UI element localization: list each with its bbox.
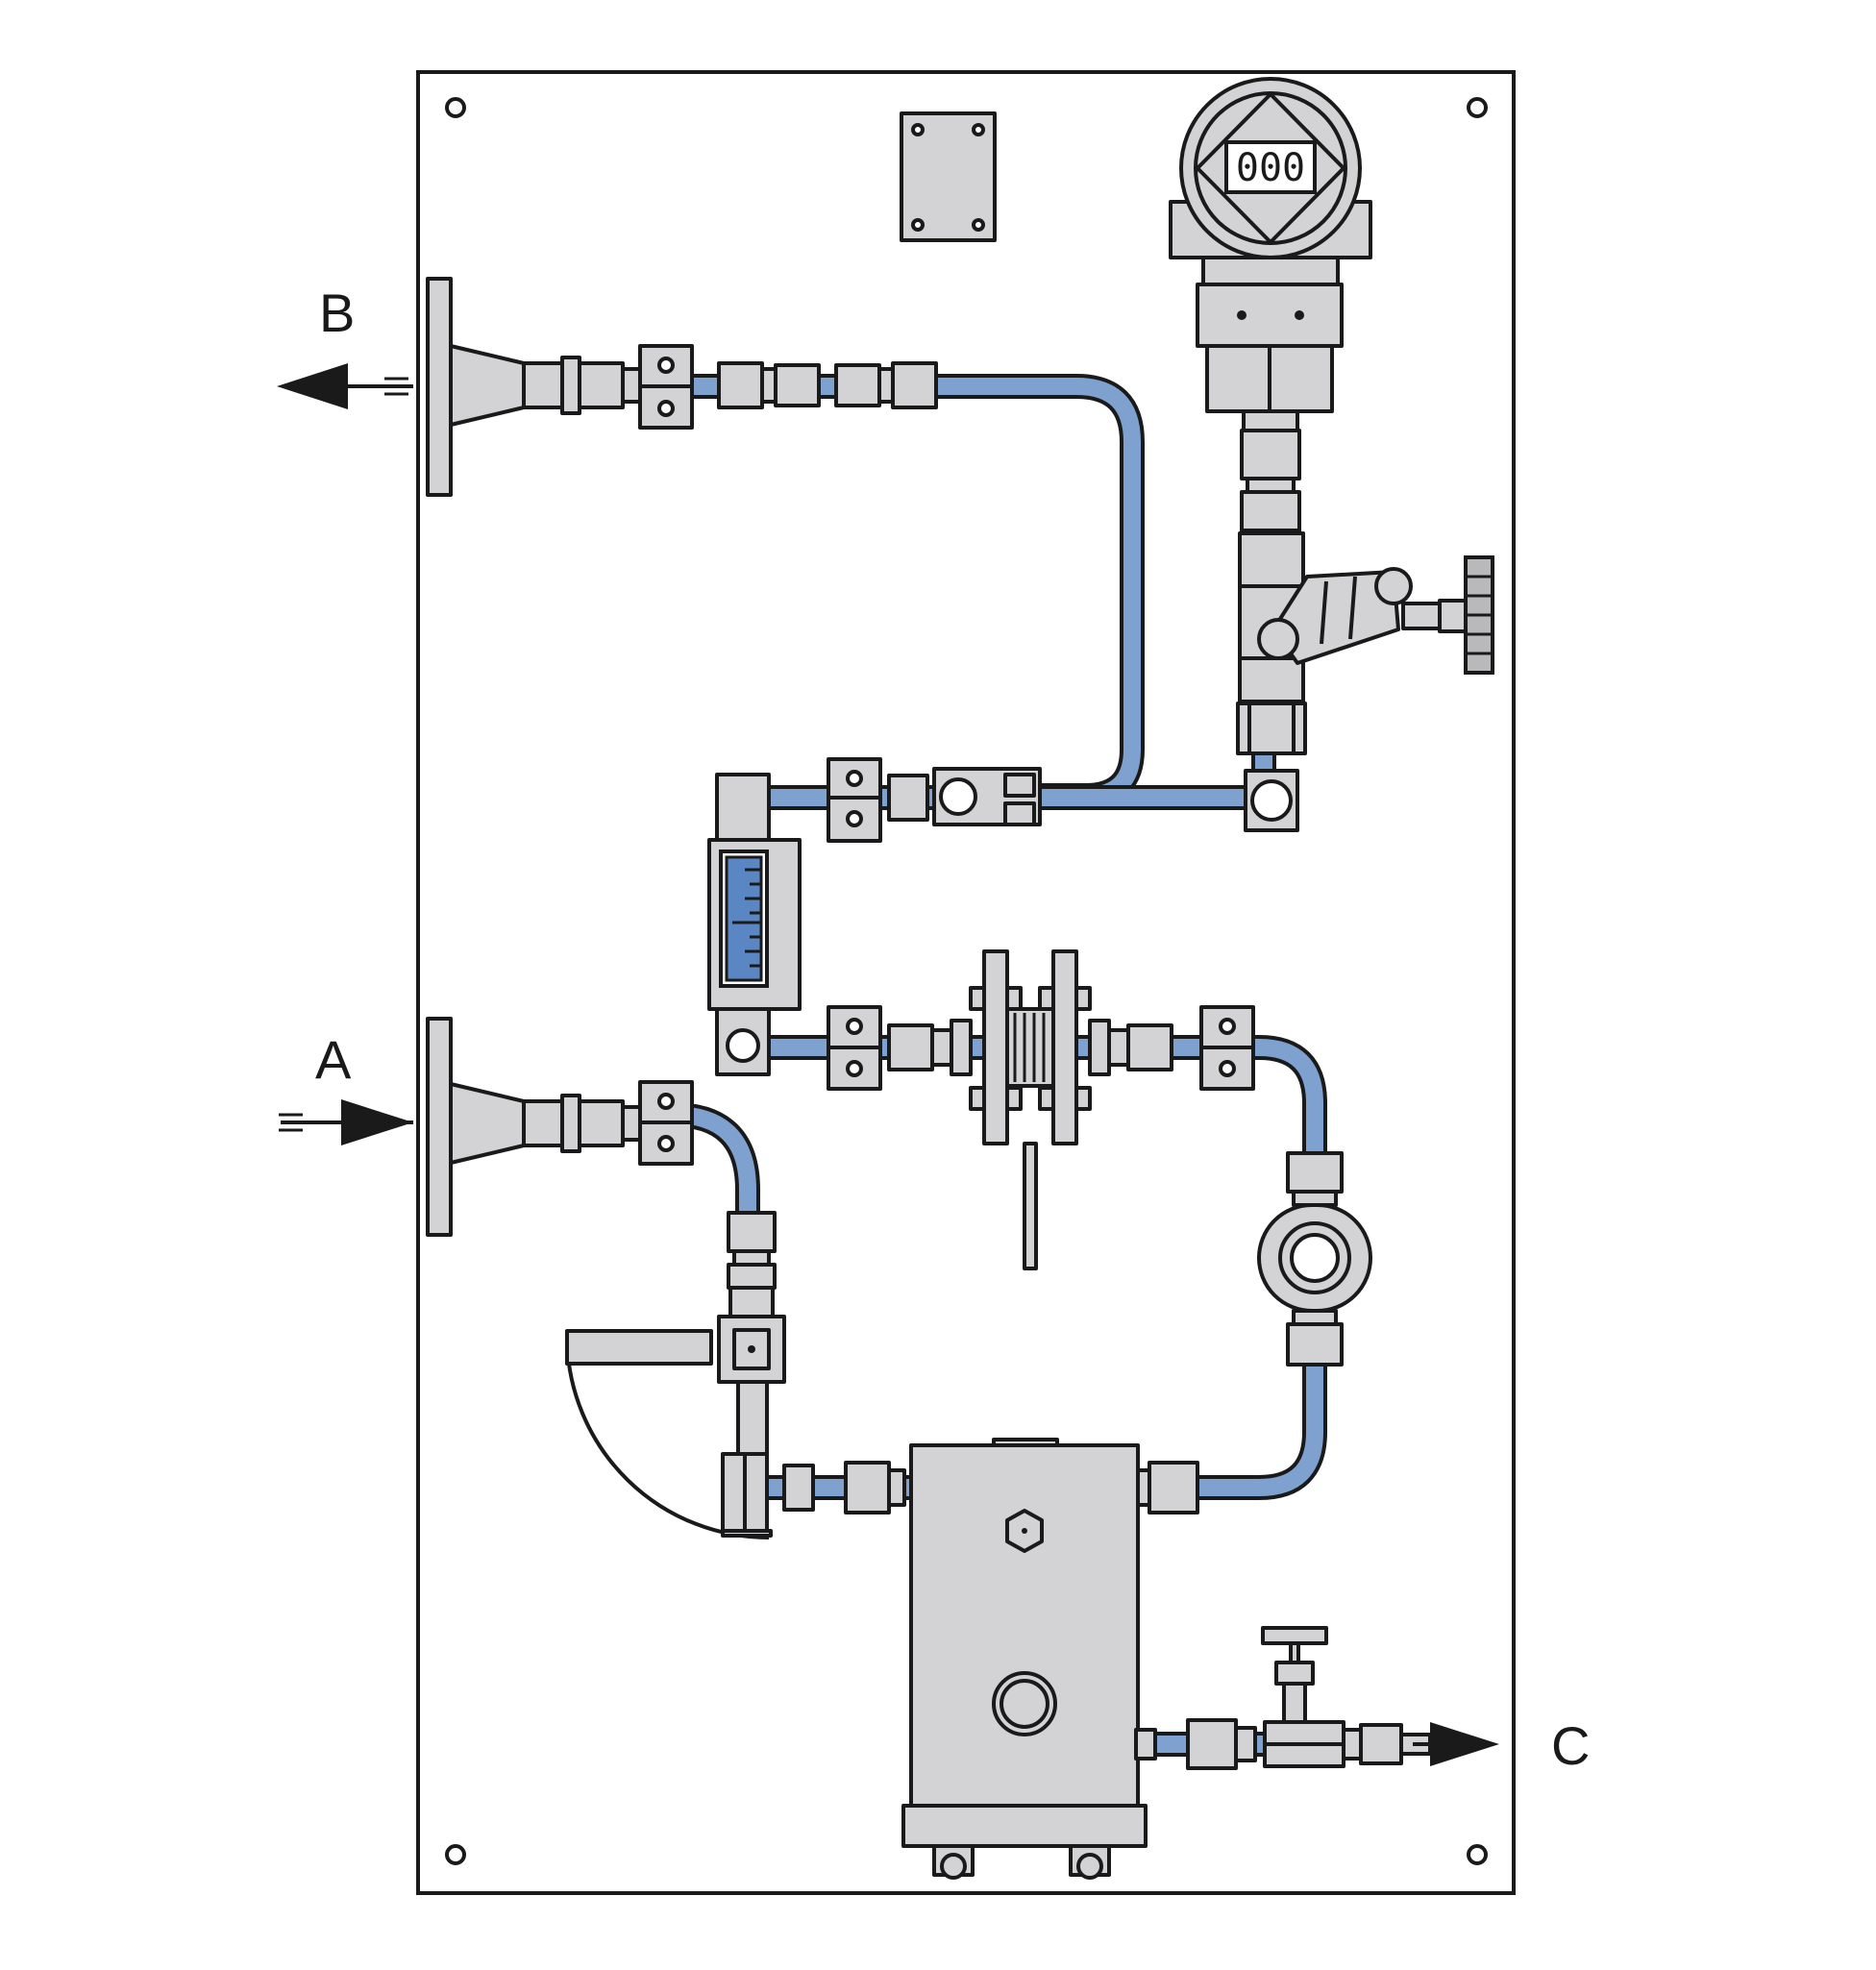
outlet-b-arrow (277, 363, 413, 409)
inlet-a-arrow (279, 1099, 413, 1145)
cylinder-inlet-fittings (782, 1461, 906, 1514)
inlet-a-flange (426, 1017, 642, 1237)
transmitter-fittings (1240, 429, 1301, 532)
ball-valve-lever (565, 1329, 713, 1366)
mounting-hole-top-right (1467, 97, 1488, 118)
membrane-filter (887, 949, 1173, 1270)
inlet-tube-clamp (638, 1080, 694, 1166)
lower-tube-clamp-left (827, 1005, 882, 1091)
mid-tube-clamp (827, 757, 929, 843)
tee-fitting (932, 767, 1042, 826)
mounting-hole-bottom-left (445, 1844, 466, 1865)
rotameter (707, 773, 802, 1076)
mounting-hole-top-left (445, 97, 466, 118)
sample-cylinder (901, 1438, 1148, 1880)
inlet-fittings (727, 1211, 777, 1318)
sight-glass (1257, 1151, 1372, 1367)
nameplate (900, 111, 997, 242)
valve-lower-fittings (1236, 702, 1307, 832)
outlet-b-flange (426, 277, 642, 497)
lower-tube-clamp-right (1199, 1005, 1255, 1091)
tube-clamp (638, 344, 694, 430)
drain-valve (1134, 1626, 1432, 1770)
cylinder-outlet-fittings (1132, 1461, 1199, 1514)
rotameter-scale (725, 855, 763, 982)
drain-c-arrow (1413, 1722, 1499, 1766)
pressure-transmitter: 000 (1169, 77, 1372, 432)
inlet-a-label: A (315, 1029, 352, 1090)
drain-c-label: C (1551, 1715, 1590, 1776)
mounting-hole-bottom-right (1467, 1844, 1488, 1865)
outlet-b-label: B (319, 283, 355, 343)
tube-fittings (717, 361, 938, 409)
transmitter-display (1224, 140, 1317, 194)
transmitter-display-value: 000 (1236, 146, 1305, 190)
ball-valve (565, 1315, 786, 1539)
transmitter-isolation-valve (1238, 531, 1494, 703)
